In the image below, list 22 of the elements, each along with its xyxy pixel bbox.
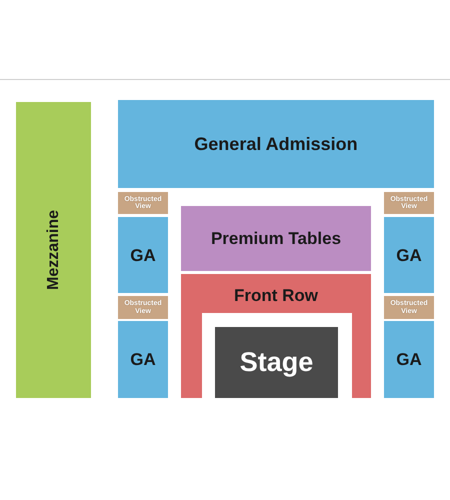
seating-section: [384, 217, 434, 293]
section-label: Mezzanine: [46, 210, 62, 290]
seating-section: [215, 327, 338, 398]
seating-section: [384, 192, 434, 214]
seating-section: [118, 217, 168, 293]
section-label: GA: [396, 246, 422, 264]
section-label: General Admission: [194, 135, 358, 153]
section-label: GA: [130, 246, 156, 264]
seating-section: [118, 321, 168, 398]
seating-section: [384, 296, 434, 319]
section-label: GA: [396, 351, 422, 368]
u-shaped-section: [181, 274, 371, 398]
section-label: GA: [130, 351, 156, 368]
section-label: Premium Tables: [210, 230, 342, 247]
seating-section: [118, 100, 434, 188]
seating-section: [181, 206, 371, 271]
seating-section: [384, 321, 434, 398]
seating-section: [16, 102, 91, 398]
seating-section: [118, 296, 168, 319]
section-label: Front Row: [234, 287, 318, 304]
stage-label: Stage: [240, 349, 314, 376]
seating-section: [118, 192, 168, 214]
